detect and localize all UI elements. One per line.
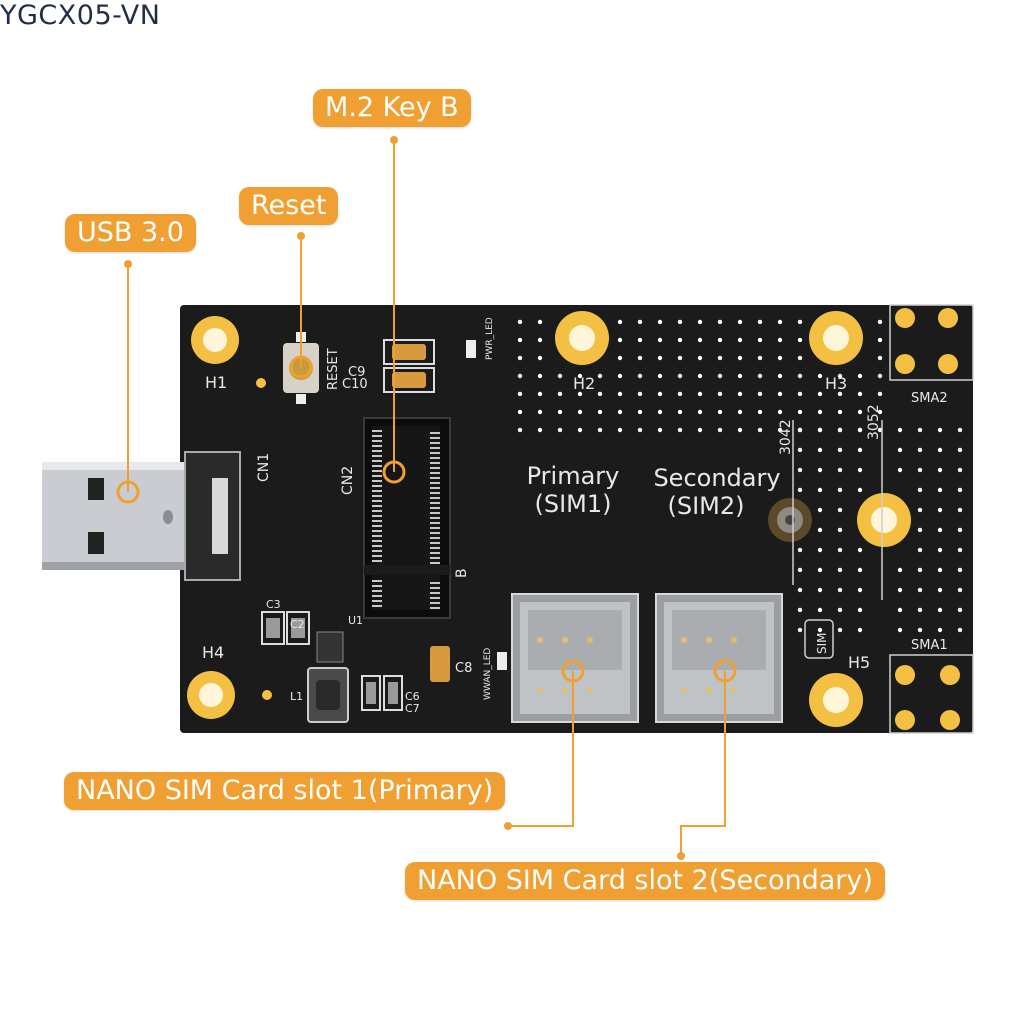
mount-hole-h5 xyxy=(809,673,863,727)
callout-sim-slot-1: NANO SIM Card slot 1(Primary) xyxy=(64,772,506,810)
silk-sim1: (SIM1) xyxy=(534,490,611,518)
silk-cn2: CN2 xyxy=(340,466,356,495)
silk-sma2: SMA2 xyxy=(911,391,948,406)
capacitors-c9-c10 xyxy=(383,339,435,393)
callout-m2-key-b: M.2 Key B xyxy=(313,89,471,127)
silk-reset: RESET xyxy=(326,348,341,390)
silk-primary: Primary xyxy=(527,462,620,490)
silk-h3: H3 xyxy=(825,374,847,393)
leader-sim2 xyxy=(680,671,726,856)
via-field xyxy=(517,319,963,633)
silk-c2: C2 xyxy=(290,618,305,631)
silk-c10: C10 xyxy=(342,377,368,392)
sma1-pads xyxy=(889,654,974,734)
silk-secondary: Secondary xyxy=(653,464,780,492)
callout-sim-slot-2: NANO SIM Card slot 2(Secondary) xyxy=(405,862,885,900)
silk-3052: 3052 xyxy=(866,404,882,440)
sim-slot-1-part xyxy=(511,593,639,723)
silk-pwr-led: PWR_LED xyxy=(485,317,495,360)
silk-c6: C6 xyxy=(405,690,420,703)
silk-h4: H4 xyxy=(202,643,224,662)
silk-h1: H1 xyxy=(205,373,227,392)
sma2-pads xyxy=(889,304,974,381)
silk-key-b: B xyxy=(454,568,470,578)
silk-h2: H2 xyxy=(573,374,595,393)
mount-hole-h4 xyxy=(187,671,235,719)
module-screw xyxy=(768,498,812,542)
callout-reset: Reset xyxy=(239,187,339,225)
usb-plug xyxy=(42,451,241,581)
silk-h5: H5 xyxy=(848,653,870,672)
leader-targets xyxy=(116,355,737,683)
mount-hole-h2 xyxy=(555,311,609,365)
silk-c8: C8 xyxy=(455,661,472,676)
silk-cn1: CN1 xyxy=(256,453,272,482)
silk-c7: C7 xyxy=(405,702,420,715)
silk-l1: L1 xyxy=(290,690,303,703)
silk-sim-mark: SIM xyxy=(815,632,829,654)
callout-usb: USB 3.0 xyxy=(65,214,196,252)
sim-slot-2-part xyxy=(655,593,783,723)
silk-wwan-led: WWAN_LED xyxy=(483,648,493,700)
small-components xyxy=(261,340,507,723)
mount-hole-center xyxy=(857,493,911,547)
silk-3042: 3042 xyxy=(778,419,794,455)
leader-endpoints xyxy=(124,136,685,860)
silk-c3: C3 xyxy=(266,598,281,611)
model-code: YGCX05-VN xyxy=(0,0,161,31)
mount-hole-h1 xyxy=(191,316,239,364)
leader-sim1 xyxy=(508,671,574,827)
silk-sim2: (SIM2) xyxy=(667,492,744,520)
leader-lines xyxy=(127,140,726,856)
m2-connector xyxy=(363,417,451,619)
silk-c9: C9 xyxy=(348,365,365,380)
silk-sma1: SMA1 xyxy=(911,638,948,653)
silk-u1: U1 xyxy=(348,614,363,627)
mount-hole-h3 xyxy=(809,311,863,365)
